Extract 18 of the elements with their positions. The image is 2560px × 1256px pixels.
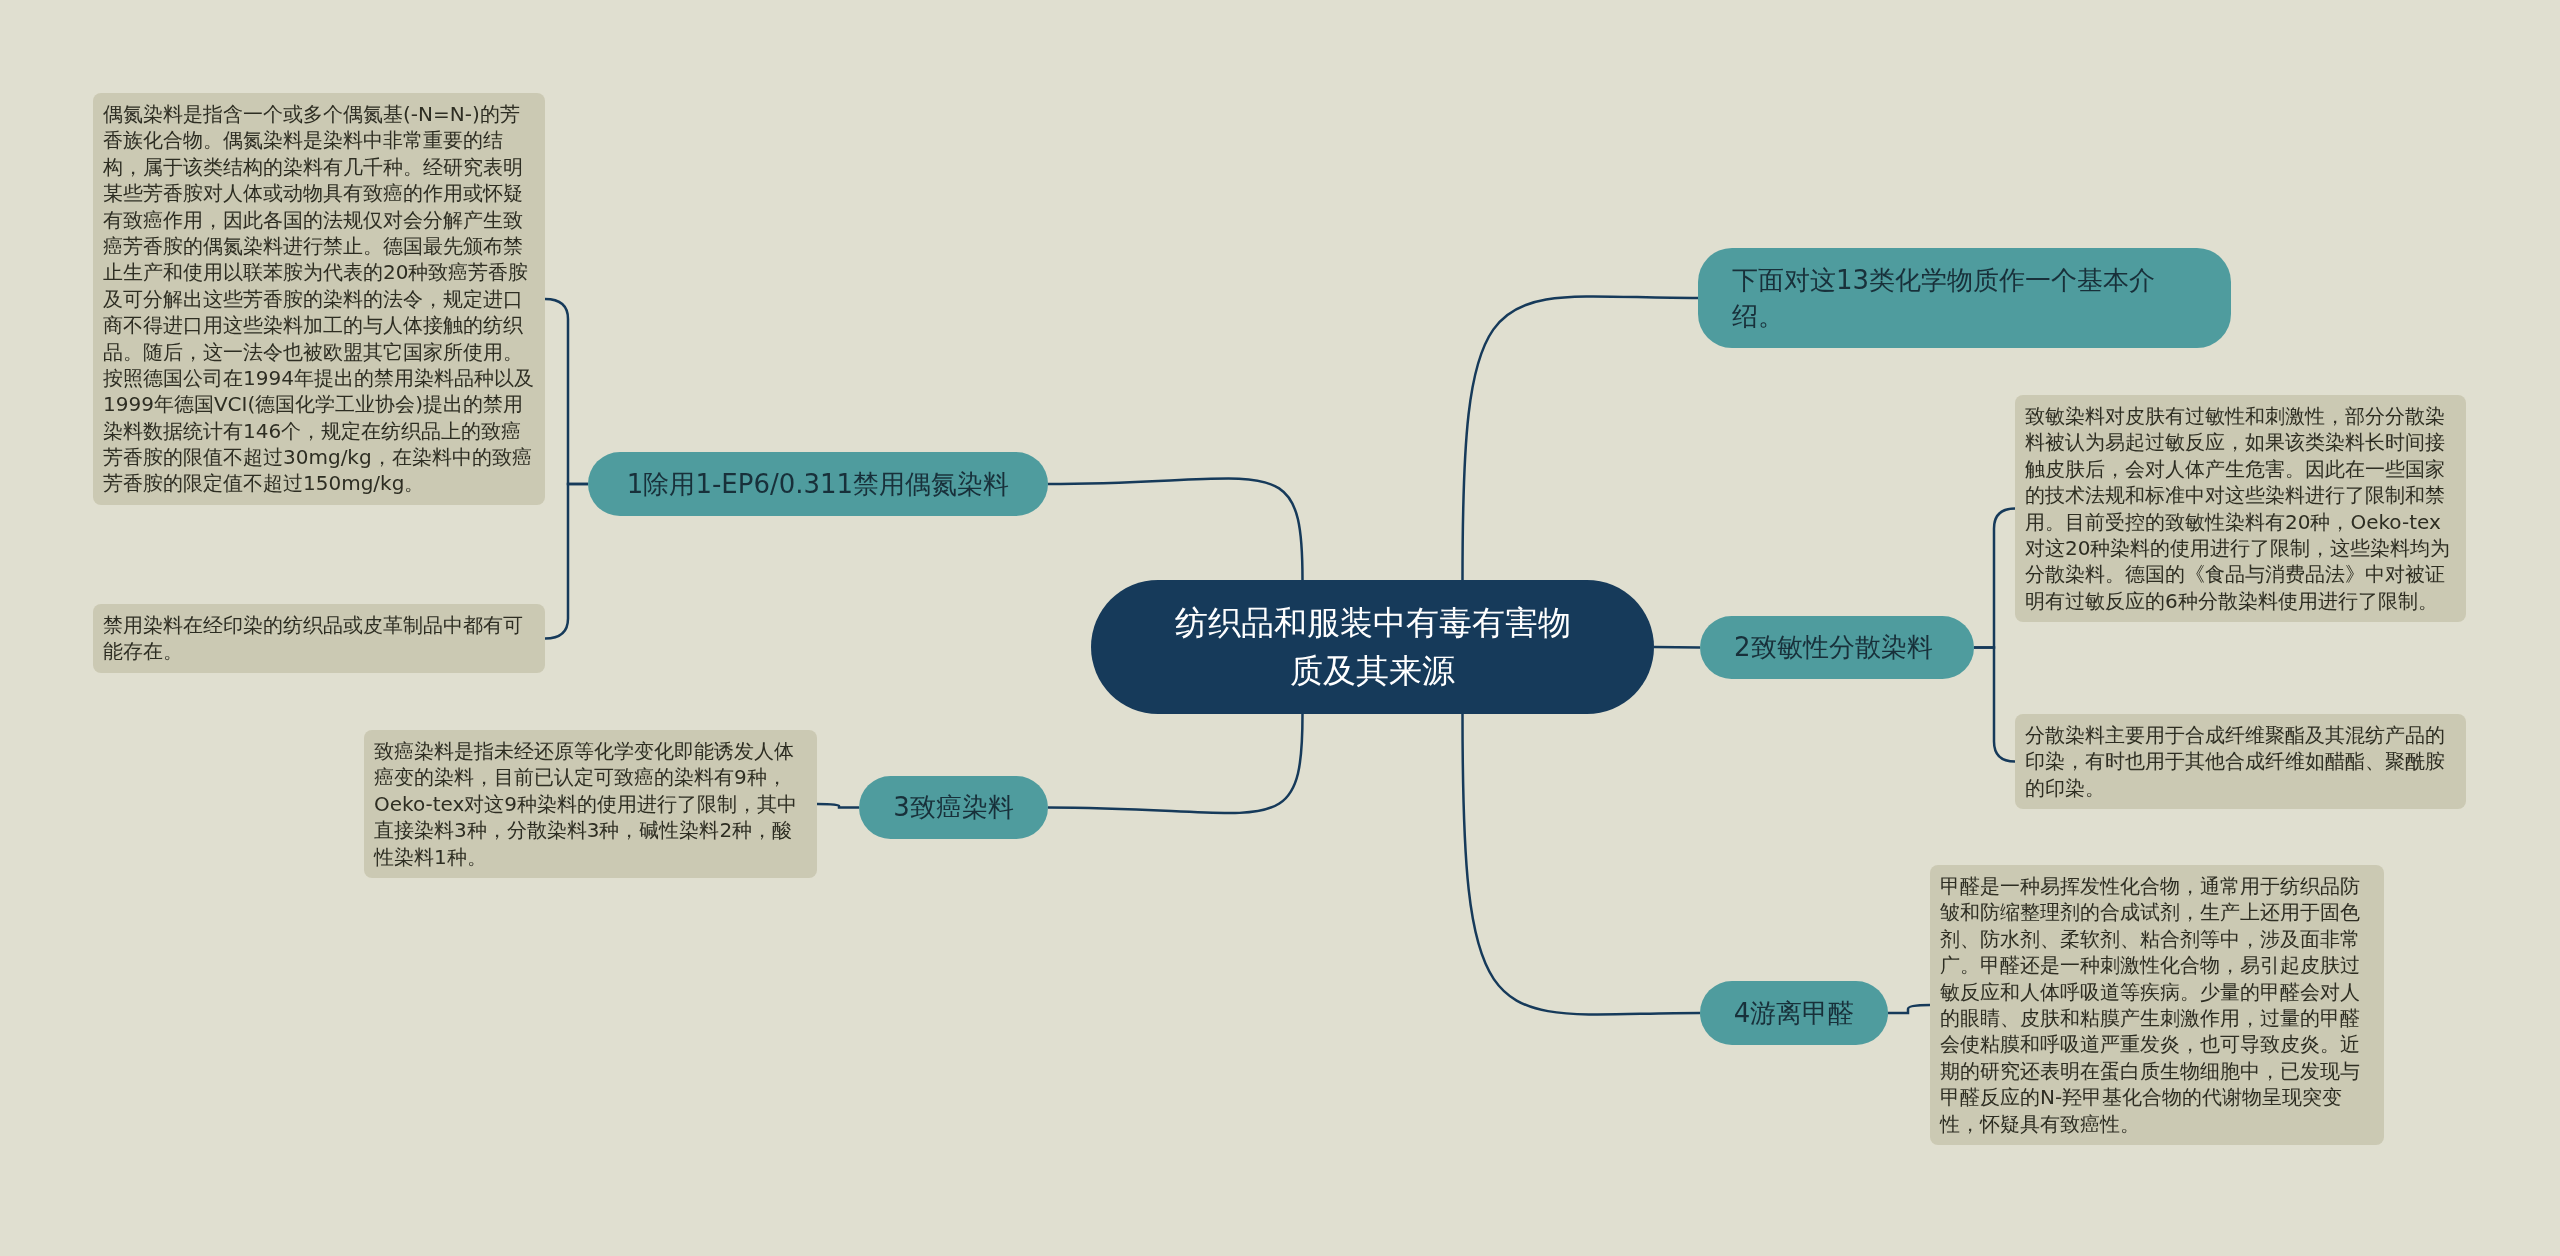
branch-topic: 3致癌染料 (859, 776, 1048, 839)
note-card: 致癌染料是指未经还原等化学变化即能诱发人体癌变的染料，目前已认定可致癌的染料有9种，Oeko-tex对这9种染料的使用进行了限制，其中直接染料3种，分散染料3种，碱性染料2种，酸性染料1种。 (364, 730, 817, 878)
connector-line (817, 802, 859, 809)
note-card: 分散染料主要用于合成纤维聚酯及其混纺产品的印染，有时也用于其他合成纤维如醋酯、聚酰胺的印染。 (2015, 714, 2466, 810)
note-card: 偶氮染料是指含一个或多个偶氮基(-N=N-)的芳香族化合物。偶氮染料是染料中非常重要的结构，属于该类结构的染料有几千种。经研究表明某些芳香胺对人体或动物具有致癌的作用或怀疑有致癌作用，因此各国的法规仅对会分解产生致癌芳香胺的偶氮染料进行禁止。德国最先颁布禁止生产和使用以联苯胺为代表的20种致癌芳香胺及可分解出这些芳香胺的染料的法令，规定进口商不得进口用这些染料加工的与人体接触的纺织品。随后，这一法令也被欧盟其它国家所使用。按照德国公司在1994年提出的禁用染料品种以及1999年德国VCI(德国化学工业协会)提出的禁用染料数据统计有146个，规定在纺织品上的致癌芳香胺的限值不超过30mg/kg，在染料中的致癌芳香胺的限定值不超过150mg/kg。 (93, 93, 545, 505)
note-card: 甲醛是一种易挥发性化合物，通常用于纺织品防皱和防缩整理剂的合成试剂，生产上还用于固色剂、防水剂、柔软剂、粘合剂等中，涉及面非常广。甲醛还是一种刺激性化合物，易引起皮肤过敏反应和人体呼吸道等疾病。少量的甲醛会对人的眼睛、皮肤和粘膜产生刺激作用，过量的甲醛会使粘膜和呼吸道严重发炎，也可导致皮炎。近期的研究还表明在蛋白质生物细胞中，已发现与甲醛反应的N-羟甲基化合物的代谢物呈现突变性，怀疑具有致癌性。 (1930, 865, 2384, 1145)
branch-topic: 4游离甲醛 (1700, 981, 1888, 1045)
connector-line (1048, 713, 1304, 815)
connector-line (1461, 714, 1700, 1016)
note-card: 禁用染料在经印染的纺织品或皮革制品中都有可能存在。 (93, 604, 545, 673)
note-card: 致敏染料对皮肤有过敏性和刺激性，部分分散染料被认为易起过敏反应，如果该类染料长时间接触皮肤后，会对人体产生危害。因此在一些国家的技术法规和标准中对这些染料进行了限制和禁用。目前受控的致敏性染料有20种，Oeko-tex对这20种染料的使用进行了限制，这些染料均为分散染料。德国的《食品与消费品法》中对被证明有过敏反应的6种分散染料使用进行了限制。 (2015, 395, 2466, 623)
central-topic: 纺织品和服装中有毒有害物质及其来源 (1091, 580, 1654, 714)
branch-topic: 1除用1-EP6/0.311禁用偶氮染料 (588, 452, 1048, 516)
connector-line (1048, 477, 1304, 581)
connector-line (1461, 295, 1698, 580)
branch-topic: 2致敏性分散染料 (1700, 616, 1974, 679)
branch-topic: 下面对这13类化学物质作一个基本介绍。 (1698, 248, 2231, 348)
connector-line (1654, 645, 1700, 649)
